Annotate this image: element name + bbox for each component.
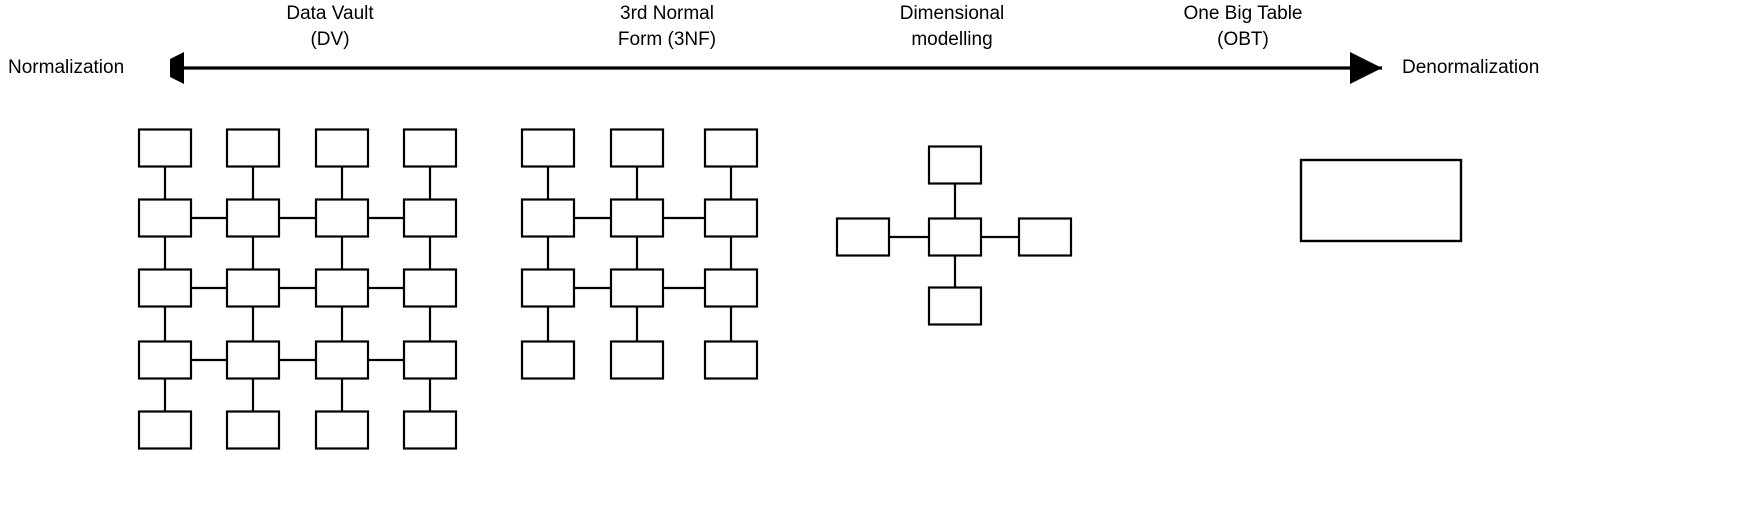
table-node [225, 340, 281, 380]
table-node [520, 268, 576, 308]
one-big-table-node [1299, 158, 1463, 243]
table-node [137, 268, 193, 308]
axis-label-denormalization: Denormalization [1402, 57, 1540, 78]
table-node [703, 268, 759, 308]
table-node [609, 198, 665, 238]
column-title-data-vault: Data Vault (DV) [286, 3, 374, 50]
dimension-node [927, 145, 983, 185]
fact-node [927, 217, 983, 257]
schema-group-dim [835, 145, 1073, 326]
schema-group-3nf [520, 128, 759, 380]
table-node [609, 128, 665, 168]
table-node [314, 268, 370, 308]
table-node [402, 340, 458, 380]
table-node [225, 128, 281, 168]
table-node [137, 340, 193, 380]
table-node [703, 340, 759, 380]
table-node [137, 128, 193, 168]
table-node [225, 410, 281, 450]
table-node [520, 340, 576, 380]
table-node [402, 410, 458, 450]
schema-group-dv [137, 128, 458, 450]
table-node [703, 128, 759, 168]
table-node [609, 268, 665, 308]
schema-group-obt [1299, 158, 1463, 243]
dimension-node [835, 217, 891, 257]
table-node [402, 198, 458, 238]
column-title-one-big-table: One Big Table (OBT) [1183, 3, 1303, 50]
table-node [402, 128, 458, 168]
table-node [402, 268, 458, 308]
table-node [314, 340, 370, 380]
axis-label-normalization: Normalization [8, 57, 125, 78]
dimension-node [927, 286, 983, 326]
table-node [609, 340, 665, 380]
table-node [137, 198, 193, 238]
column-title-dimensional-modelling: Dimensional modelling [899, 3, 1005, 50]
table-node [225, 268, 281, 308]
normalization-axis-arrow [170, 52, 1382, 84]
table-node [314, 410, 370, 450]
dimension-node [1017, 217, 1073, 257]
table-node [520, 128, 576, 168]
column-title-third-normal-form: 3rd Normal Form (3NF) [617, 3, 717, 50]
table-node [225, 198, 281, 238]
table-node [703, 198, 759, 238]
table-node [137, 410, 193, 450]
table-node [314, 128, 370, 168]
table-node [314, 198, 370, 238]
table-node [520, 198, 576, 238]
